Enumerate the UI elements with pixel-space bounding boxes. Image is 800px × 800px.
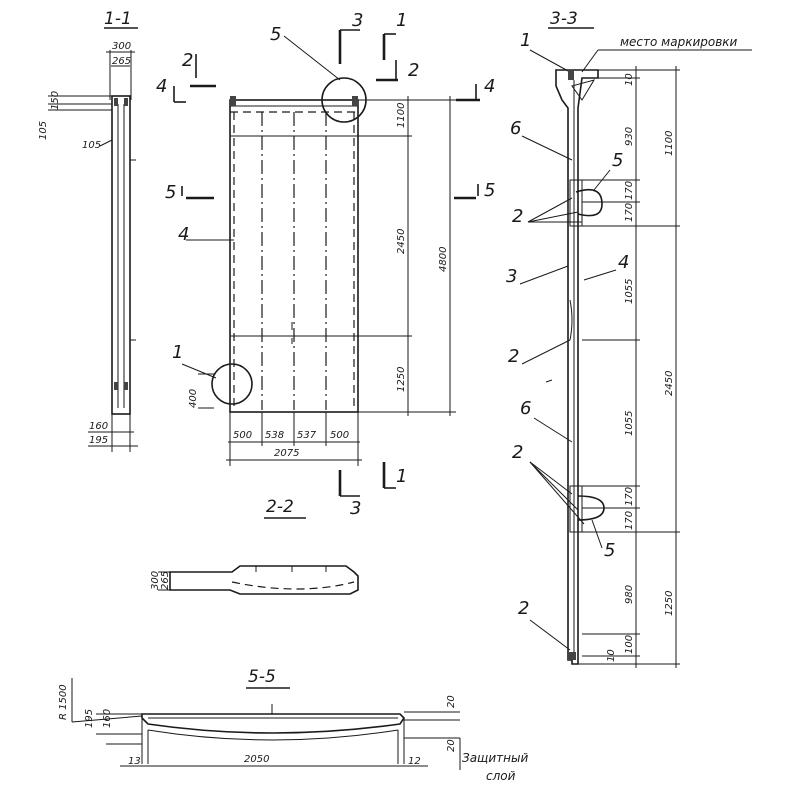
dim-55-12: 12 (408, 756, 421, 767)
section-3-3-title: 3-3 (550, 9, 578, 29)
profile-outline (111, 95, 131, 415)
lifting-loop-top (575, 188, 603, 217)
marker-3-top-num: 3 (352, 10, 363, 31)
section-5-5-title: 5-5 (248, 667, 276, 687)
detail-circle-1 (211, 363, 253, 405)
dim-22-265: 265 (160, 571, 171, 590)
dim-55-20-b: 20 (446, 739, 457, 752)
dim-1250: 1250 (396, 367, 407, 392)
dim-265: 265 (112, 56, 131, 67)
dim-400: 400 (188, 389, 199, 408)
dim-55-20-a: 20 (446, 695, 457, 708)
callout-2-33-a: 2 (512, 206, 523, 227)
callout-2-33-d: 2 (518, 598, 529, 619)
section-2-2: 2-2 300 265 (150, 497, 359, 595)
section-5-5-outline (141, 713, 406, 734)
dim-33-2450: 2450 (664, 371, 675, 396)
callout-6-33-top: 6 (510, 118, 521, 139)
dim-33-170-d: 170 (624, 511, 635, 530)
dim-500-a: 500 (233, 430, 252, 441)
section-5-5: 5-5 R 1500 195 160 20 20 Защитный слой 1… (58, 667, 528, 783)
marker-1-top-num: 1 (396, 10, 407, 31)
dim-160: 160 (89, 421, 108, 432)
dim-55-r1500: R 1500 (58, 684, 69, 720)
callout-2-33-b: 2 (508, 346, 519, 367)
marker-1-bottom-num: 1 (396, 466, 407, 487)
callout-5-33-top: 5 (612, 150, 623, 171)
callout-1-front: 1 (172, 342, 183, 363)
section-1-1: 1-1 300 265 105 150 105 160 195 (38, 9, 138, 452)
section-1-1-title: 1-1 (104, 9, 132, 29)
dim-33-1055-a: 1055 (624, 279, 635, 304)
dim-33-100: 100 (624, 635, 635, 654)
note-protective-1: Защитный (462, 751, 528, 765)
dim-33-170-c: 170 (624, 487, 635, 506)
dim-33-10-bottom: 10 (606, 649, 617, 662)
dim-4800: 4800 (438, 247, 449, 272)
dim-33-980: 980 (624, 585, 635, 604)
section-3-3: 3-3 место маркировки 1 6 5 2 3 4 2 6 (506, 9, 752, 668)
front-view: 4 2 3 1 2 4 5 5 (156, 10, 495, 519)
section-3-3-outline (555, 69, 599, 665)
dim-55-13: 13 (128, 756, 141, 767)
dim-500-b: 500 (330, 430, 349, 441)
dim-150: 150 (50, 91, 61, 110)
marker-2-right-num: 2 (408, 60, 419, 81)
callout-1-33: 1 (520, 30, 531, 51)
dim-33-1100: 1100 (664, 131, 675, 156)
marker-5-left-num: 5 (165, 182, 176, 203)
dim-55-2050: 2050 (244, 754, 269, 765)
dim-33-930: 930 (624, 127, 635, 146)
callout-5-front: 5 (270, 24, 281, 45)
section-2-2-outline (169, 565, 359, 595)
dim-105-side: 105 (82, 140, 101, 151)
marker-4-left-num: 4 (156, 76, 167, 97)
dim-33-10-top: 10 (624, 73, 635, 86)
dim-33-1250: 1250 (664, 591, 675, 616)
dim-33-170-b: 170 (624, 203, 635, 222)
callout-5-33-bottom: 5 (604, 540, 615, 561)
dim-22-300: 300 (150, 571, 161, 590)
dim-2075: 2075 (274, 448, 299, 459)
dim-300: 300 (112, 41, 131, 52)
marker-5-right-num: 5 (484, 180, 495, 201)
callout-2-33-c: 2 (512, 442, 523, 463)
callout-6-33-bottom: 6 (520, 398, 531, 419)
dim-537: 537 (297, 430, 317, 441)
dim-195: 195 (89, 435, 108, 446)
callout-3-33: 3 (506, 266, 517, 287)
dim-2450: 2450 (396, 229, 407, 254)
dim-55-160: 160 (102, 709, 113, 728)
dim-1100: 1100 (396, 103, 407, 128)
marker-2-left-num: 2 (182, 50, 193, 71)
note-marking-place: место маркировки (620, 35, 738, 49)
dim-55-195: 195 (84, 709, 95, 728)
dim-33-170-a: 170 (624, 181, 635, 200)
dim-33-1055-b: 1055 (624, 411, 635, 436)
callout-4-33: 4 (618, 252, 629, 273)
marker-4-right-num: 4 (484, 76, 495, 97)
marker-3-bottom-num: 3 (350, 498, 361, 519)
note-protective-2: слой (486, 769, 516, 783)
section-2-2-title: 2-2 (266, 497, 294, 517)
dim-538: 538 (265, 430, 284, 441)
dim-105-top: 105 (38, 121, 49, 140)
callout-4-front: 4 (178, 224, 189, 245)
